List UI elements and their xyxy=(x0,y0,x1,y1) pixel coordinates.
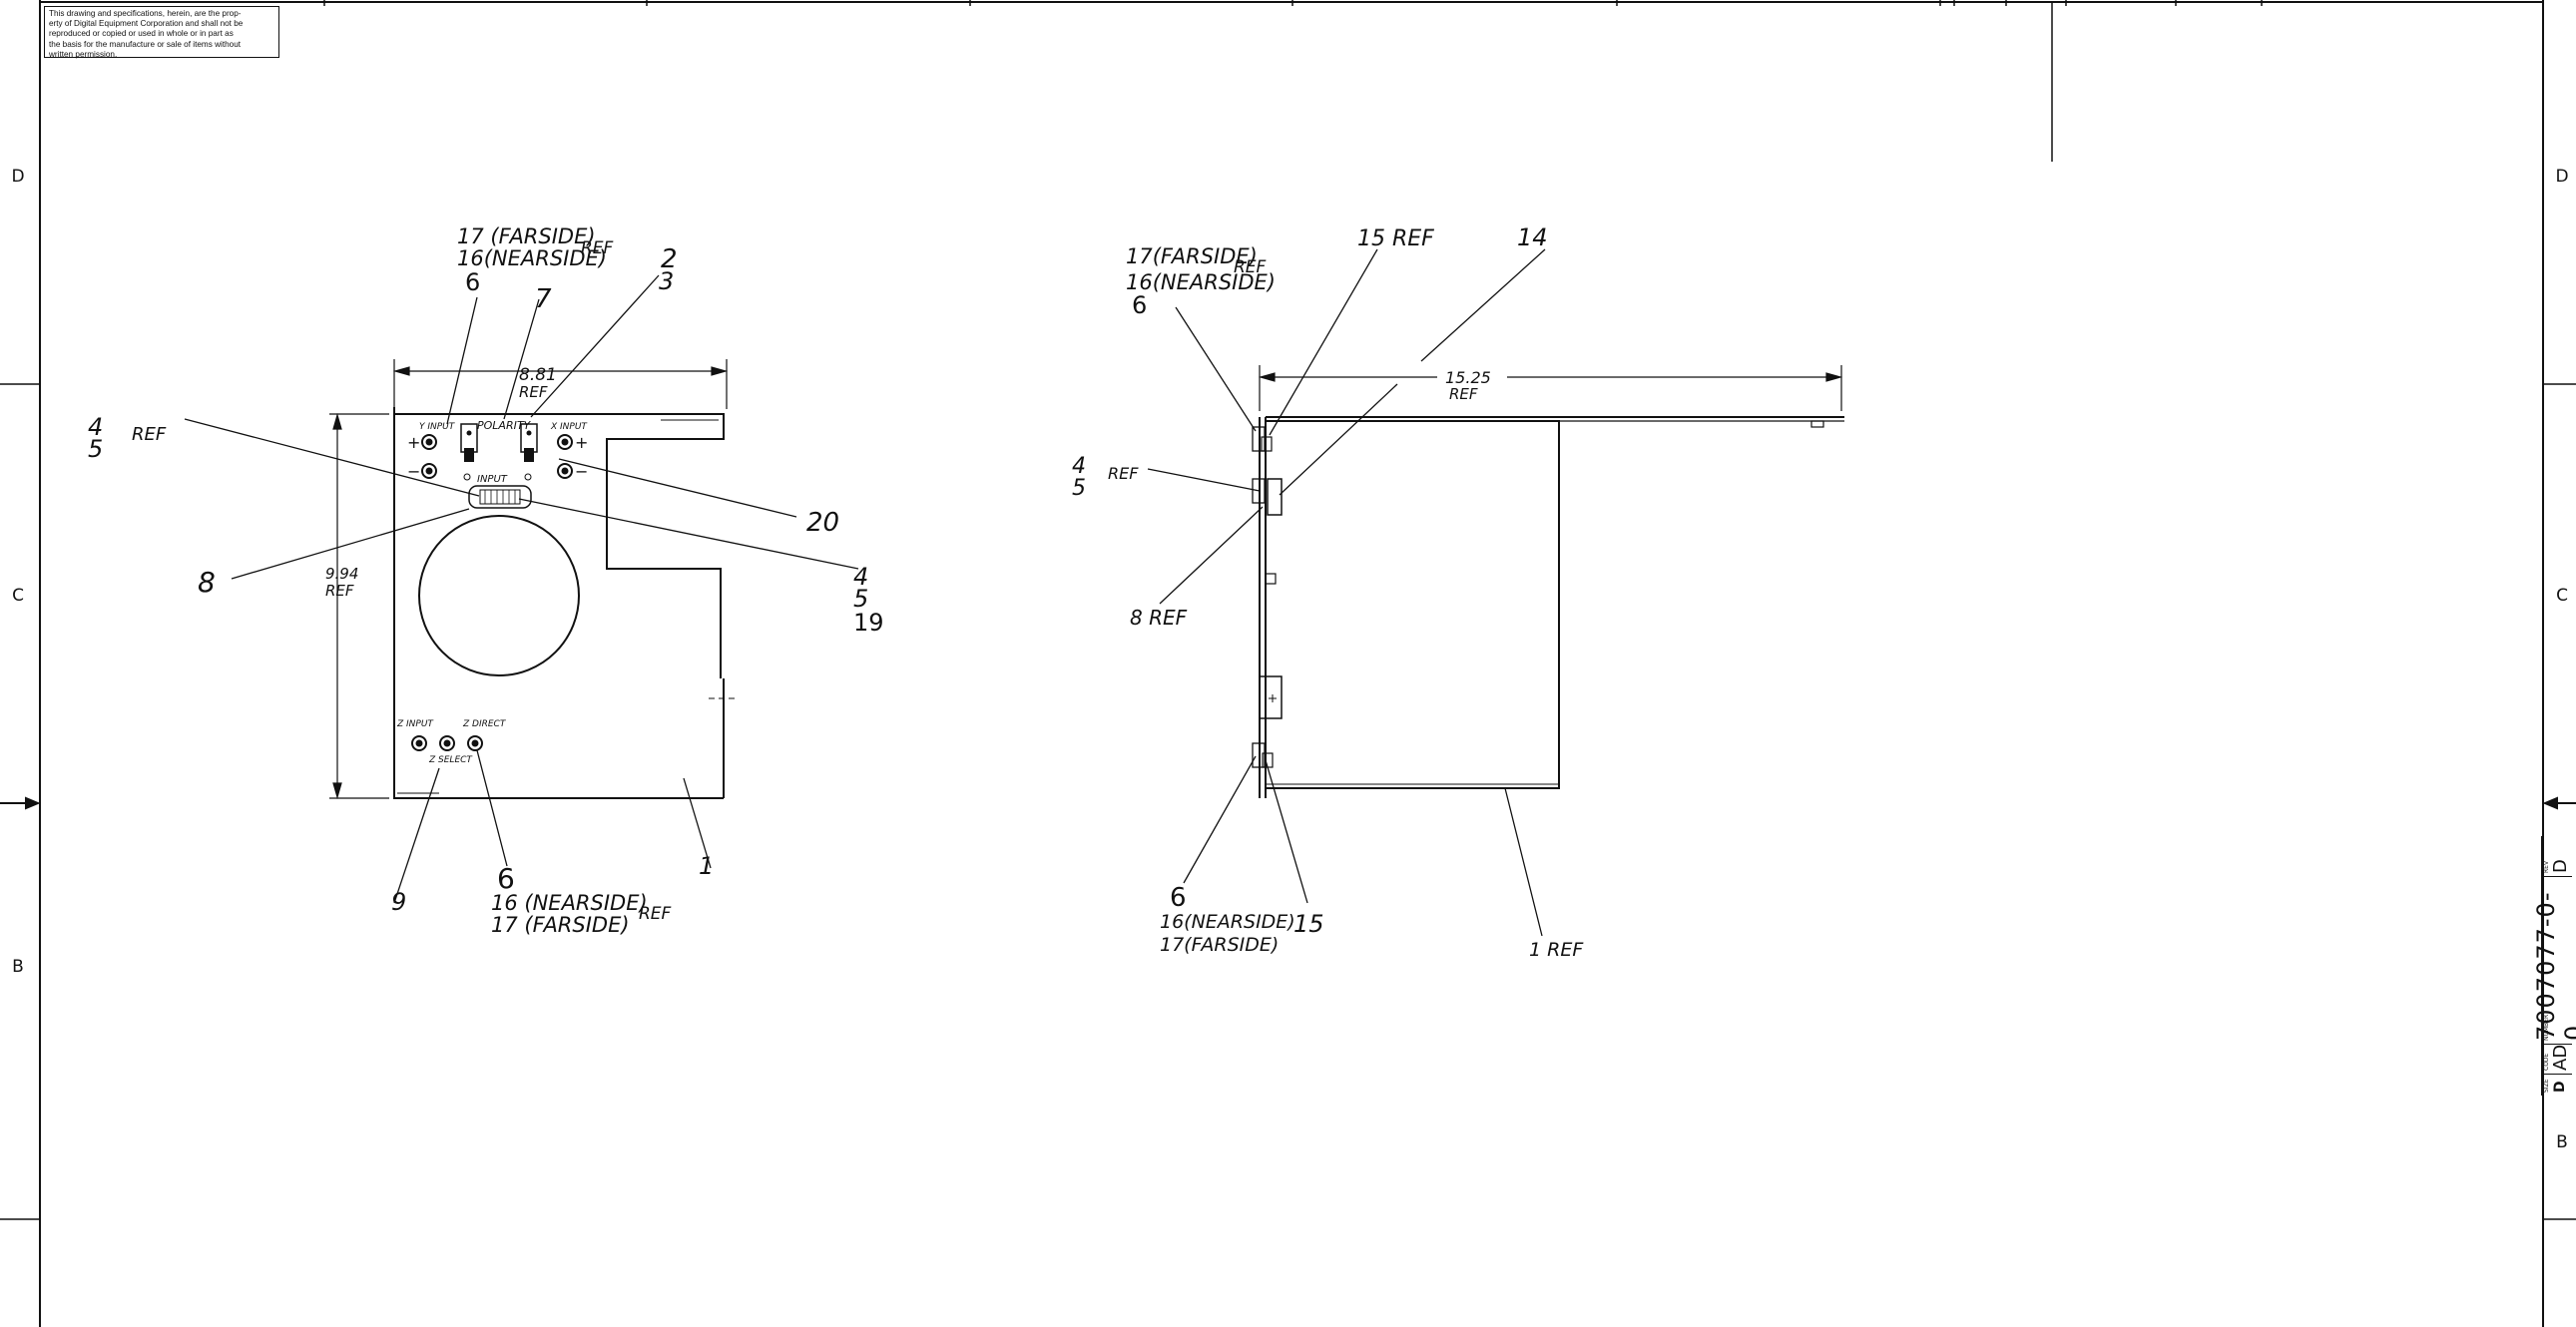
label-17-farside-bottom: 17 (FARSIDE) xyxy=(491,913,630,937)
panel-y-input: Y INPUT xyxy=(419,422,456,432)
panel-minus-y: − xyxy=(407,462,420,481)
sheet-border xyxy=(39,0,2544,1327)
number-label: NUMBER xyxy=(2543,1014,2550,1041)
label-6-bottom: 6 xyxy=(497,862,515,895)
side-label-16-nearside-bottom: 16(NEARSIDE) xyxy=(1160,911,1295,933)
label-20: 20 xyxy=(806,508,839,538)
label-ref-bottom: REF xyxy=(639,904,672,924)
dim-height-value: 9.94 xyxy=(325,565,358,583)
label-3: 3 xyxy=(659,267,674,295)
label-19: 19 xyxy=(853,609,884,637)
code-value: AD xyxy=(2549,1044,2571,1071)
title-block-row: SIZE D CODE AD NUMBER 7007077-0-0 REV D xyxy=(2532,836,2576,1096)
panel-plus-x: + xyxy=(575,433,588,452)
side-leaders xyxy=(1147,248,1546,937)
panel-z-select: Z SELECT xyxy=(428,755,473,765)
rev-value: D xyxy=(2549,859,2571,873)
label-5-right: 5 xyxy=(853,585,868,613)
code-label: CODE xyxy=(2543,1053,2550,1071)
number-cell: NUMBER 7007077-0-0 xyxy=(2532,876,2576,1044)
side-label-5: 5 xyxy=(1072,476,1086,501)
zone-letter-left-b: B xyxy=(12,957,24,977)
label-17-farside-top: 17 (FARSIDE) xyxy=(457,224,596,248)
zone-letter-right-d: D xyxy=(2555,167,2568,187)
zone-letter-left-d: D xyxy=(11,167,24,187)
side-label-4: 4 xyxy=(1072,454,1086,479)
label-7: 7 xyxy=(535,284,552,314)
label-1: 1 xyxy=(699,852,714,880)
front-leaders xyxy=(184,274,859,904)
panel-input: INPUT xyxy=(477,474,508,485)
notice-line-4: the basis for the manufacture or sale of… xyxy=(49,39,242,49)
side-dimensions xyxy=(1258,365,1843,411)
dim-width-value: 8.81 xyxy=(519,365,557,385)
label-6-top: 6 xyxy=(465,268,480,296)
label-4-right: 4 xyxy=(853,563,868,591)
notice-line-5: written permission. xyxy=(49,49,118,59)
side-label-1-ref: 1 REF xyxy=(1529,939,1584,961)
side-dim-length-value: 15.25 xyxy=(1445,368,1491,387)
side-dim-length-ref: REF xyxy=(1449,385,1478,403)
drawing-number: 7007077-0-0 xyxy=(2532,891,2576,1041)
rev-cell: REV D xyxy=(2542,836,2572,876)
code-cell: CODE AD xyxy=(2542,1044,2572,1074)
panel-plus-y: + xyxy=(407,433,420,452)
zone-ticks-side xyxy=(0,383,2576,1220)
panel-polarity: POLARITY xyxy=(477,419,532,432)
side-view xyxy=(1252,416,1844,798)
front-view xyxy=(393,407,739,799)
title-block: SIZE D CODE AD NUMBER 7007077-0-0 REV D xyxy=(2532,836,2576,1096)
notice-line-3: reproduced or copied or used in whole or… xyxy=(49,29,234,39)
side-label-14: 14 xyxy=(1517,223,1548,251)
front-labels: 17 (FARSIDE) 16(NEARSIDE) REF 6 7 2 3 4 … xyxy=(88,224,884,937)
zone-letter-left-c: C xyxy=(12,586,24,606)
side-label-15: 15 xyxy=(1293,910,1324,938)
label-2: 2 xyxy=(661,244,678,274)
panel-z-direct: Z DIRECT xyxy=(462,719,507,729)
size-label: SIZE xyxy=(2543,1079,2550,1093)
dim-width-ref: REF xyxy=(519,383,548,401)
side-label-15-ref: 15 REF xyxy=(1357,226,1434,251)
side-labels: 17(FARSIDE) REF 16(NEARSIDE) 6 15 REF 14… xyxy=(1072,223,1584,961)
front-dimensions xyxy=(329,359,729,800)
side-label-ref-top: REF xyxy=(1234,257,1267,277)
side-label-6-top: 6 xyxy=(1132,291,1147,319)
label-9: 9 xyxy=(391,888,406,916)
side-label-16-nearside-top: 16(NEARSIDE) xyxy=(1126,270,1276,294)
side-label-17-farside-bottom: 17(FARSIDE) xyxy=(1160,934,1279,956)
label-ref-left: REF xyxy=(132,424,167,445)
side-label-ref-mid: REF xyxy=(1108,464,1139,483)
size-cell: SIZE D xyxy=(2542,1074,2572,1096)
proprietary-notice: This drawing and specifications, herein,… xyxy=(44,6,279,59)
label-16-nearside-top: 16(NEARSIDE) xyxy=(457,246,607,270)
side-label-6-bottom: 6 xyxy=(1170,883,1187,913)
panel-z-input: Z INPUT xyxy=(396,719,434,729)
zone-letter-right-b: B xyxy=(2556,1132,2568,1152)
zone-ticks-top xyxy=(323,0,2263,6)
size-value: D xyxy=(2552,1081,2568,1093)
notice-line-2: erty of Digital Equipment Corporation an… xyxy=(49,19,244,29)
side-label-17-farside-top: 17(FARSIDE) xyxy=(1126,244,1258,268)
notice-line-1: This drawing and specifications, herein,… xyxy=(49,9,242,18)
label-16-nearside-bottom: 16 (NEARSIDE) xyxy=(491,891,648,915)
panel-x-input: X INPUT xyxy=(550,422,588,432)
side-label-8-ref: 8 REF xyxy=(1130,606,1188,630)
label-ref-top: REF xyxy=(581,238,614,258)
panel-minus-x: − xyxy=(575,462,588,481)
dim-height-ref: REF xyxy=(325,582,354,600)
label-5-left: 5 xyxy=(88,435,103,463)
centering-arrows xyxy=(0,796,2576,810)
rev-label: REV xyxy=(2543,860,2550,873)
label-4-left: 4 xyxy=(88,413,103,441)
label-8: 8 xyxy=(198,566,216,599)
zone-letter-right-c: C xyxy=(2556,586,2568,606)
